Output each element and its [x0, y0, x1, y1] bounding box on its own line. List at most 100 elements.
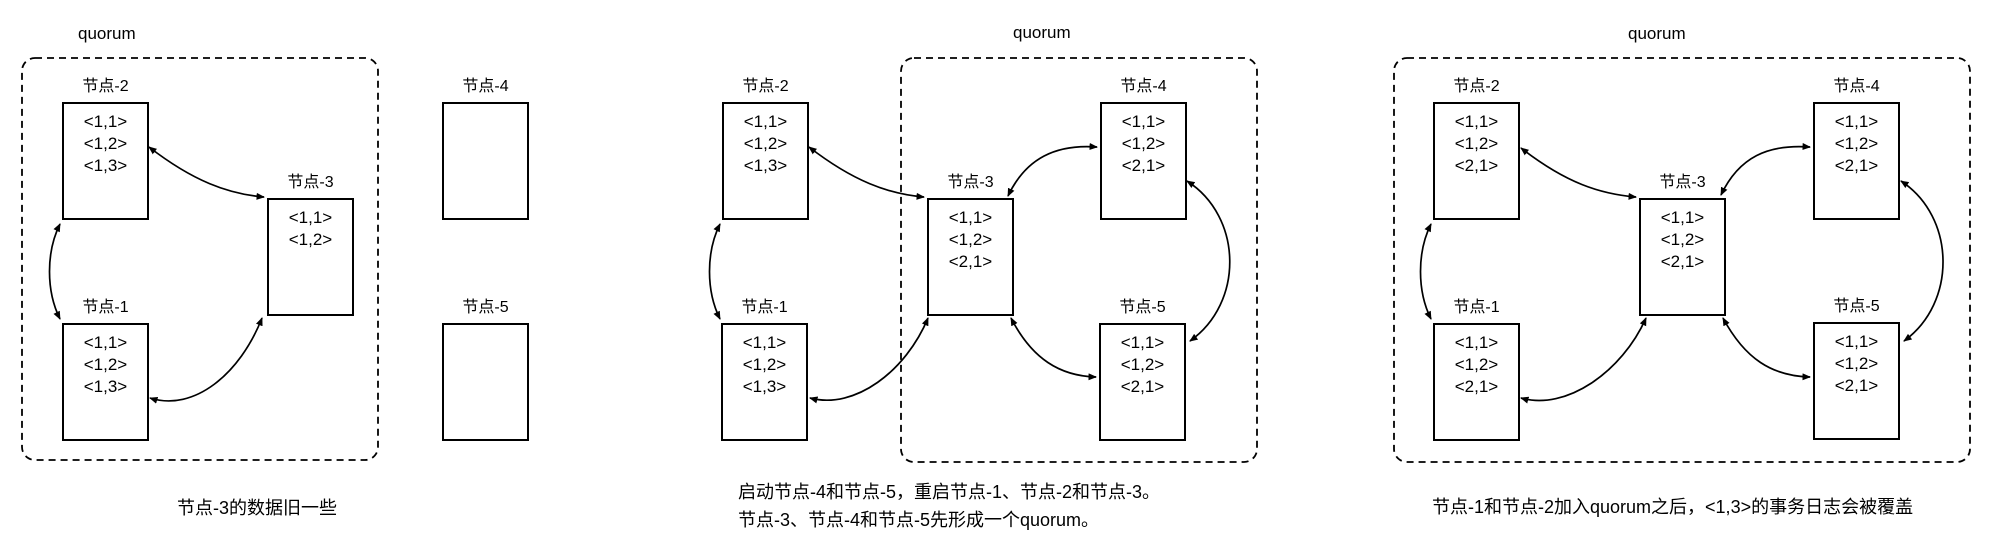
log-entry: <1,1>	[1660, 208, 1705, 227]
node-label: 节点-4	[462, 78, 509, 95]
log-entry: <1,2>	[1834, 354, 1879, 373]
quorum-label-panel3: quorum	[1628, 24, 1686, 43]
log-entry: <2,1>	[1121, 156, 1166, 175]
p1-node-4: 节点-4	[442, 76, 529, 220]
arrow-p2-node3-node5	[1010, 317, 1097, 381]
log-entry: <1,2>	[1120, 355, 1165, 374]
p3-node-3: 节点-3 <1,1> <1,2> <2,1>	[1639, 172, 1726, 316]
node-box: <1,1> <1,2> <2,1>	[1433, 102, 1520, 220]
p2-node-1: 节点-1 <1,1> <1,2> <1,3>	[721, 297, 808, 441]
log-entry: <1,1>	[1834, 112, 1879, 131]
node-label: 节点-3	[1659, 174, 1706, 191]
p2-node-5: 节点-5 <1,1> <1,2> <2,1>	[1099, 297, 1186, 441]
node-box	[442, 323, 529, 441]
log-entry: <1,2>	[1454, 134, 1499, 153]
p2-node-4: 节点-4 <1,1> <1,2> <2,1>	[1100, 76, 1187, 220]
node-box: <1,1> <1,2> <1,3>	[721, 323, 808, 441]
log-entry: <1,2>	[742, 355, 787, 374]
p1-node-1: 节点-1 <1,1> <1,2> <1,3>	[62, 297, 149, 441]
log-entry: <1,2>	[83, 134, 128, 153]
caption-panel3: 节点-1和节点-2加入quorum之后，<1,3>的事务日志会被覆盖	[1432, 497, 1914, 517]
log-entry: <2,1>	[1834, 156, 1879, 175]
log-entry: <1,2>	[1121, 134, 1166, 153]
node-box	[442, 102, 529, 220]
log-entry: <1,1>	[742, 333, 787, 352]
node-box: <1,1> <1,2> <1,3>	[722, 102, 809, 220]
log-entry: <1,1>	[1454, 333, 1499, 352]
log-entry: <2,1>	[948, 252, 993, 271]
log-entry: <1,2>	[1454, 355, 1499, 374]
log-entry: <1,3>	[83, 377, 128, 396]
p3-node-5: 节点-5 <1,1> <1,2> <2,1>	[1813, 296, 1900, 440]
node-label: 节点-1	[741, 299, 788, 316]
quorum-boundary-panel1	[21, 57, 379, 461]
log-entry: <1,2>	[1660, 230, 1705, 249]
log-entry: <2,1>	[1660, 252, 1705, 271]
node-label: 节点-5	[1119, 299, 1166, 316]
log-entry: <1,2>	[1834, 134, 1879, 153]
log-entry: <1,2>	[83, 355, 128, 374]
node-label: 节点-3	[287, 174, 334, 191]
arrow-p1-node1-node3	[149, 317, 263, 404]
caption-panel2-line1: 启动节点-4和节点-5，重启节点-1、节点-2和节点-3。	[738, 482, 1161, 502]
arrow-p2-node1-node3	[809, 317, 929, 404]
node-box: <1,1> <1,2> <2,1>	[1099, 323, 1186, 441]
p1-node-2: 节点-2 <1,1> <1,2> <1,3>	[62, 76, 149, 220]
node-label: 节点-5	[1833, 298, 1880, 315]
quorum-label-panel1: quorum	[78, 24, 136, 43]
log-entry: <1,3>	[742, 377, 787, 396]
log-entry: <1,2>	[288, 230, 333, 249]
log-entry: <1,2>	[948, 230, 993, 249]
arrow-p2-node2-node1	[708, 223, 721, 320]
p1-node-5: 节点-5	[442, 297, 529, 441]
arrow-p2-node2-node3	[808, 146, 925, 200]
node-label: 节点-2	[1453, 78, 1500, 95]
p3-node-2: 节点-2 <1,1> <1,2> <2,1>	[1433, 76, 1520, 220]
log-entry: <1,1>	[743, 112, 788, 131]
node-label: 节点-4	[1120, 78, 1167, 95]
log-entry: <1,3>	[743, 156, 788, 175]
arrow-p3-node3-node5	[1722, 317, 1811, 381]
p3-node-4: 节点-4 <1,1> <1,2> <2,1>	[1813, 76, 1900, 220]
log-entry: <1,1>	[948, 208, 993, 227]
node-box: <1,1> <1,2> <1,3>	[62, 102, 149, 220]
p1-node-3: 节点-3 <1,1> <1,2>	[267, 172, 354, 316]
caption-panel1: 节点-3的数据旧一些	[177, 498, 338, 518]
arrow-p1-node2-node1	[48, 223, 61, 320]
arrow-p3-node1-node3	[1520, 317, 1647, 404]
node-box: <1,1> <1,2> <2,1>	[1813, 322, 1900, 440]
log-entry: <1,2>	[743, 134, 788, 153]
node-box: <1,1> <1,2> <2,1>	[1433, 323, 1520, 441]
quorum-label-panel2: quorum	[1013, 23, 1071, 42]
log-entry: <1,1>	[83, 333, 128, 352]
quorum-boundary-panel3	[1393, 57, 1971, 463]
arrow-p3-node2-node3	[1520, 147, 1637, 200]
node-label: 节点-4	[1833, 78, 1880, 95]
arrow-p3-node3-node4	[1720, 142, 1811, 196]
p2-node-3: 节点-3 <1,1> <1,2> <2,1>	[927, 172, 1014, 316]
node-label: 节点-1	[1453, 299, 1500, 316]
node-box: <1,1> <1,2>	[267, 198, 354, 316]
log-entry: <1,1>	[1834, 332, 1879, 351]
log-entry: <1,1>	[288, 208, 333, 227]
quorum-boundary-panel2	[900, 57, 1258, 463]
node-label: 节点-3	[947, 174, 994, 191]
log-entry: <1,3>	[83, 156, 128, 175]
log-entry: <2,1>	[1454, 156, 1499, 175]
node-box: <1,1> <1,2> <2,1>	[1100, 102, 1187, 220]
node-label: 节点-2	[82, 78, 129, 95]
node-label: 节点-5	[462, 299, 509, 316]
log-entry: <1,1>	[1454, 112, 1499, 131]
log-entry: <2,1>	[1834, 376, 1879, 395]
arrow-p3-node2-node1	[1419, 223, 1432, 320]
arrow-p3-node4-node5	[1900, 180, 1944, 342]
log-entry: <1,1>	[1121, 112, 1166, 131]
node-label: 节点-1	[82, 299, 129, 316]
p2-node-2: 节点-2 <1,1> <1,2> <1,3>	[722, 76, 809, 220]
caption-panel2-line2: 节点-3、节点-4和节点-5先形成一个quorum。	[738, 510, 1100, 530]
log-entry: <1,1>	[1120, 333, 1165, 352]
arrow-p2-node3-node4	[1007, 142, 1098, 197]
node-box: <1,1> <1,2> <2,1>	[1813, 102, 1900, 220]
